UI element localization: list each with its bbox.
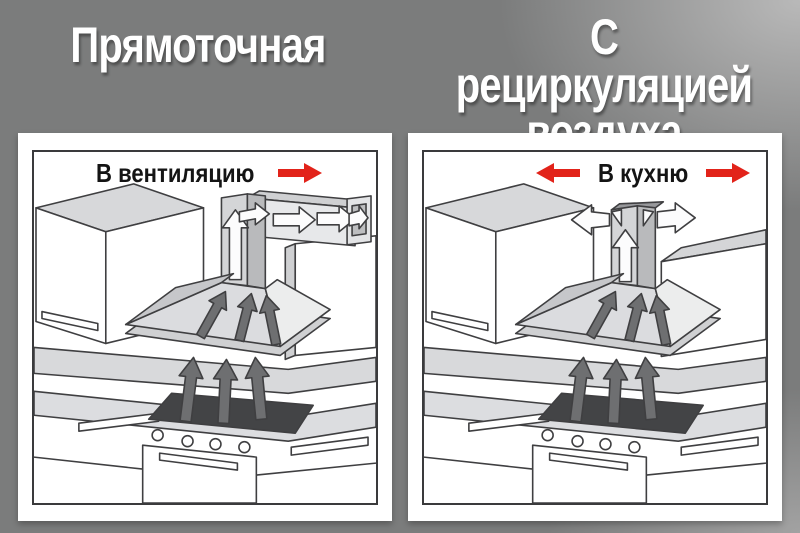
panel-ducted-frame: В вентиляцию [32, 150, 378, 505]
exhaust-duct [246, 190, 372, 247]
steam-arrows-lower [178, 356, 270, 425]
airflow-into-vent-arrow-icon [348, 205, 369, 230]
panel-recirculating: В кухню [408, 133, 782, 521]
airflow-elbow-arrow-icon [238, 202, 271, 226]
red-arrow-left-icon [536, 163, 580, 183]
panel-ducted: В вентиляцию [18, 133, 392, 521]
oven [531, 428, 648, 503]
steam-arrows-canopy [195, 290, 282, 347]
recirculating-flow-caption: В кухню [536, 158, 751, 188]
airflow-right-arrow-icon [272, 206, 316, 234]
kitchen-illustration-ducted [34, 152, 376, 503]
red-arrow-right-icon [706, 163, 751, 183]
base-cabinets [468, 412, 759, 456]
oven [141, 428, 258, 503]
airflow-curl-right-icon [642, 209, 655, 227]
hood-chimney [220, 193, 271, 290]
steam-arrows-canopy [585, 290, 672, 347]
title-recirculation-line1: С рециркуляцией [455, 9, 753, 113]
airflow-out-right-arrow-icon [656, 202, 697, 234]
airflow-right-arrow-icon [316, 205, 356, 233]
airflow-curl-left-icon [610, 209, 623, 227]
panel-recirculating-frame: В кухню [422, 150, 768, 505]
airflow-up-arrow-icon [221, 209, 250, 281]
recirculating-flow-label: В кухню [597, 158, 689, 188]
ducted-flow-label: В вентиляцию [95, 158, 255, 188]
steam-arrows-lower [568, 356, 660, 425]
ducted-flow-caption: В вентиляцию [82, 158, 323, 188]
wall-cabinet-left [425, 183, 595, 345]
airflow-out-left-arrow-icon [570, 204, 611, 236]
hood-chimney [570, 201, 697, 290]
base-cabinets [78, 412, 369, 456]
title-straight-through: Прямоточная [70, 17, 326, 73]
kitchen-illustration-recirculating [424, 152, 766, 503]
red-arrow-right-icon [278, 163, 323, 183]
